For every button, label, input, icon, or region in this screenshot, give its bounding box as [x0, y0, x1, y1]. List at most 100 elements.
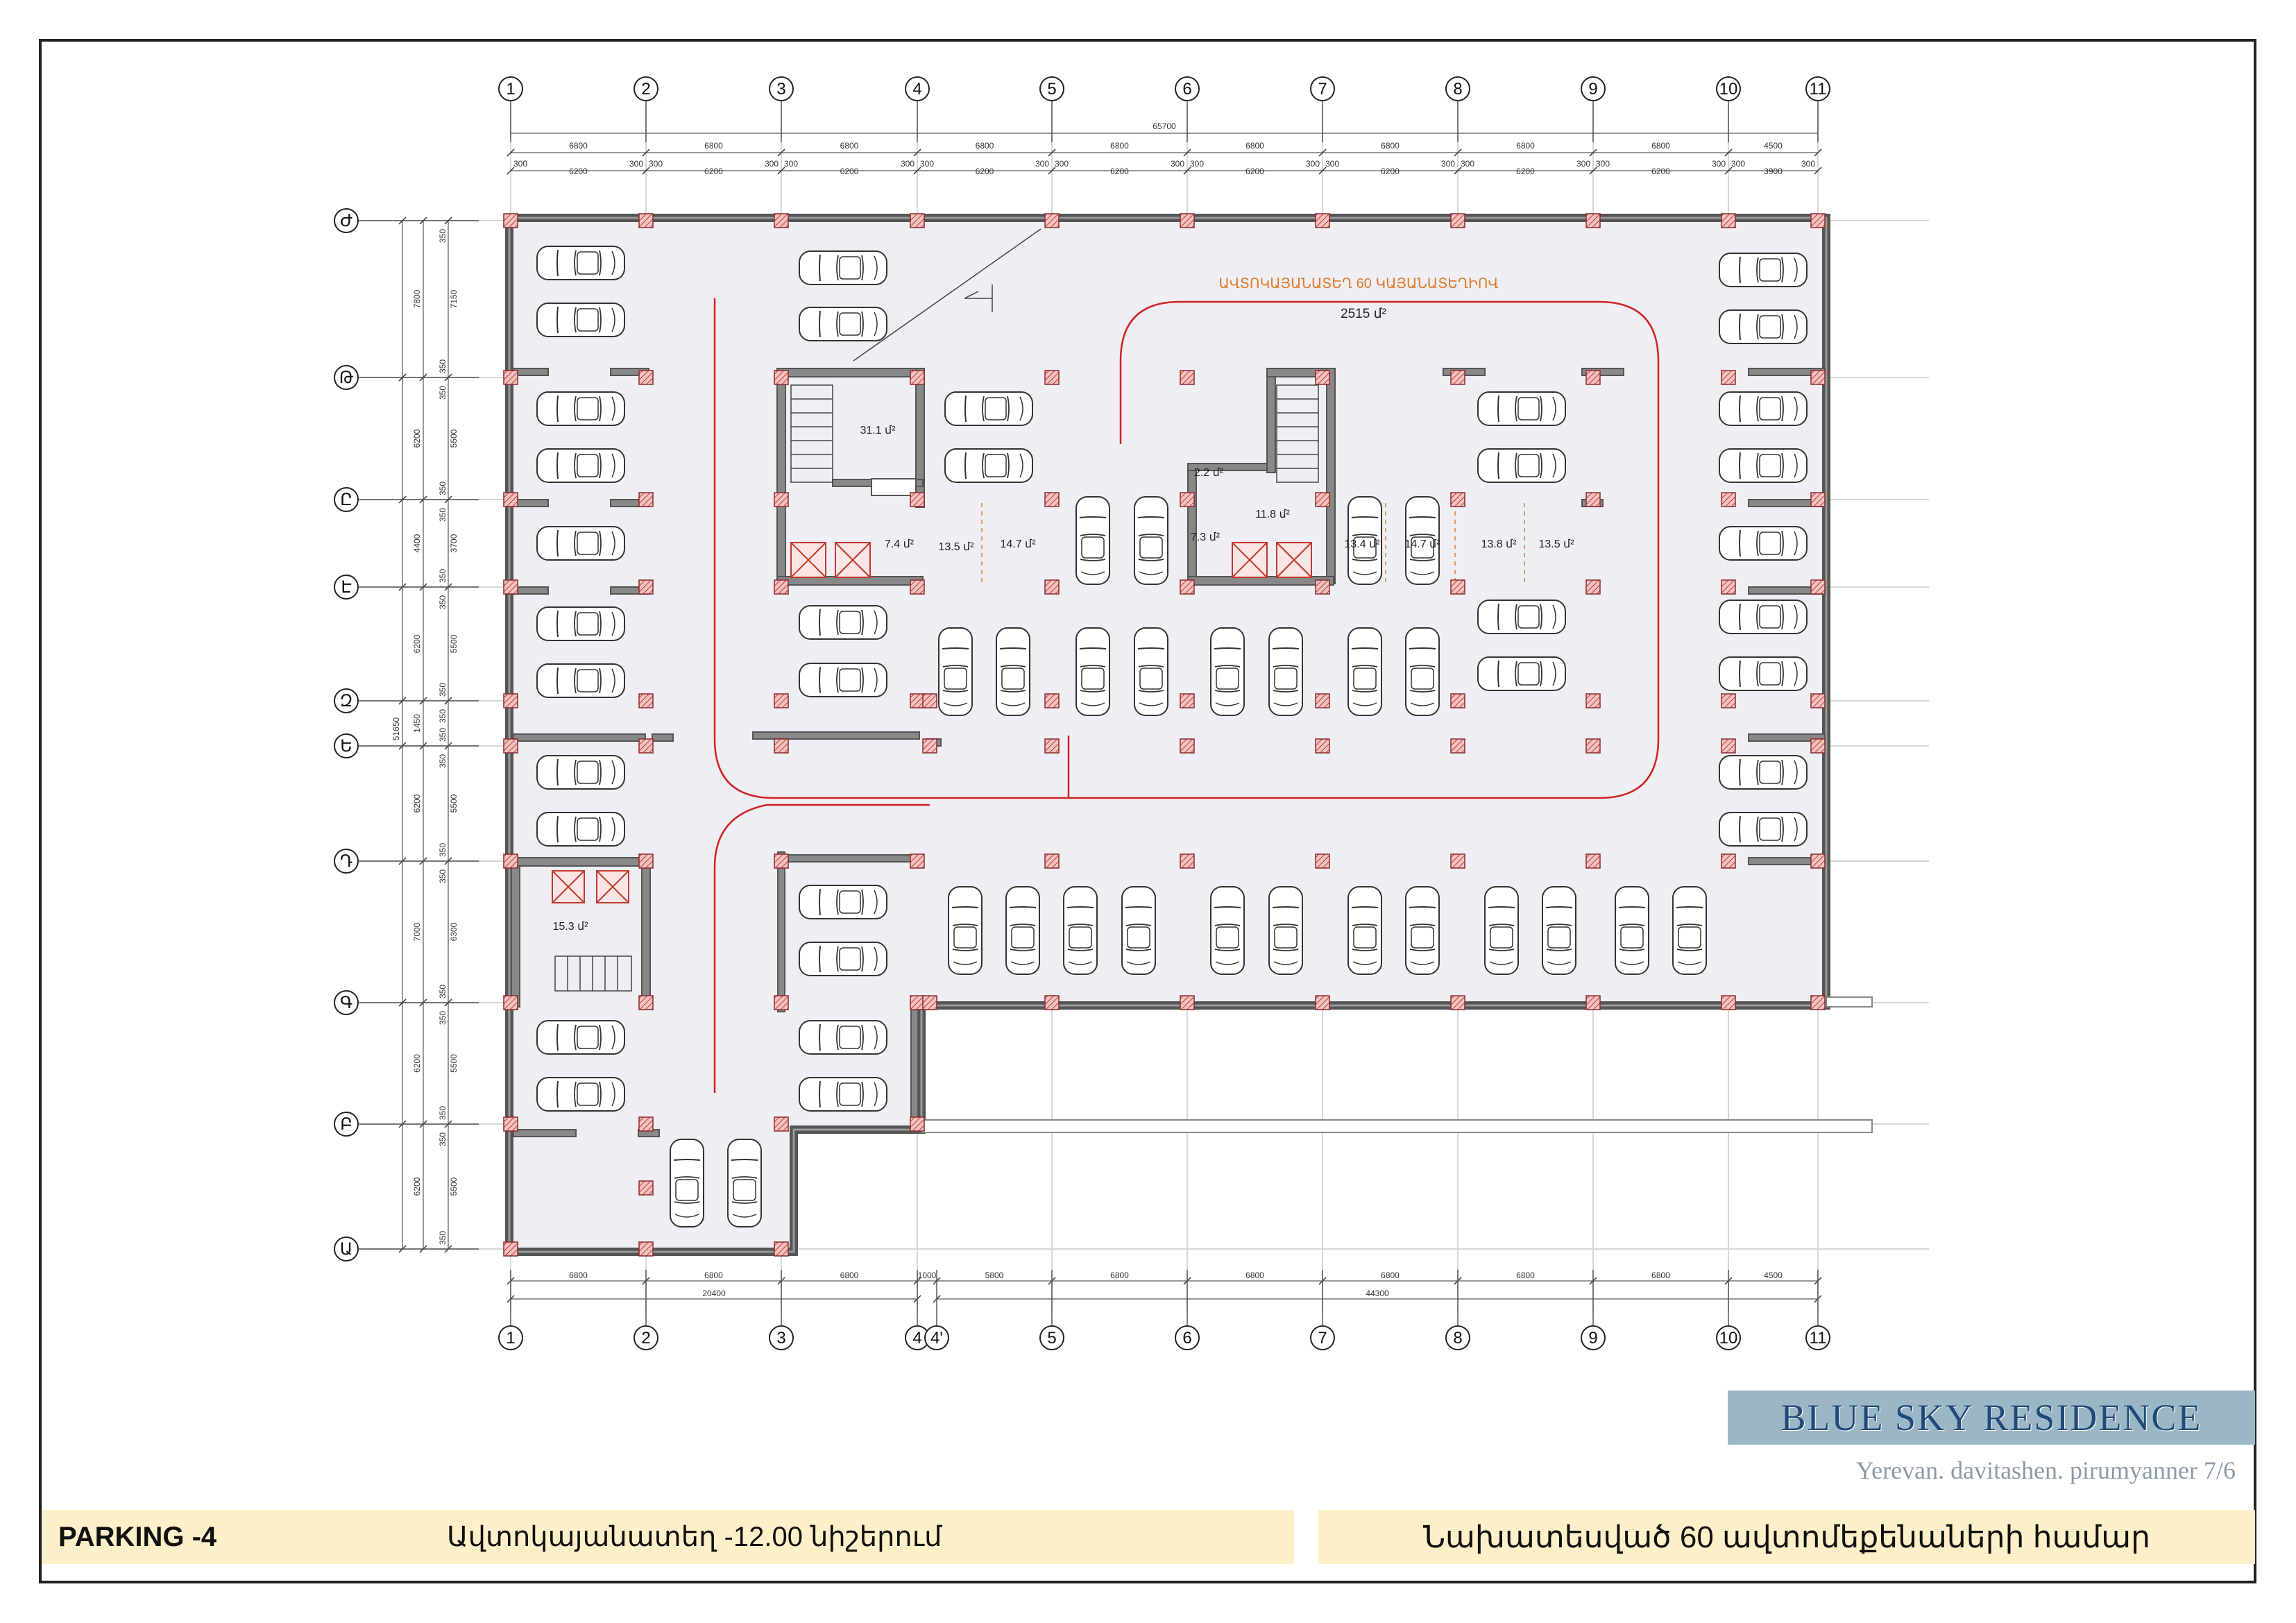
- dimension-label: 300: [1596, 159, 1610, 169]
- level-description: Ավտոկայանատեղ -12.00 նիշերում: [447, 1522, 942, 1552]
- column: [1721, 738, 1736, 754]
- column: [1721, 579, 1736, 595]
- dimension-label: 6800: [976, 141, 994, 151]
- dimension-label: 300: [1306, 159, 1320, 169]
- dimension-label: 350: [438, 1106, 448, 1120]
- column: [638, 1116, 654, 1132]
- car: [1405, 627, 1440, 716]
- column: [774, 1241, 789, 1257]
- room-area-label: 13.8 մ²: [1481, 538, 1517, 550]
- axis-label: Դ: [340, 852, 352, 871]
- project-name-banner: BLUE SKY RESIDENCE: [1728, 1391, 2255, 1445]
- axis-bottom-marker: 6: [1175, 1325, 1200, 1350]
- dimension-label: 5500: [449, 429, 459, 448]
- car: [727, 1139, 762, 1227]
- column: [638, 853, 654, 869]
- axis-label: Բ: [340, 1115, 352, 1134]
- dimension-label: 6300: [449, 922, 459, 941]
- column: [1450, 853, 1465, 869]
- axis-left-marker: Գ: [334, 990, 359, 1015]
- column: [1315, 853, 1330, 869]
- car: [1477, 448, 1566, 483]
- car: [799, 250, 887, 285]
- dimension-label: 6800: [840, 1271, 859, 1280]
- dimension-label: 5800: [985, 1271, 1004, 1280]
- column: [910, 579, 925, 595]
- car: [536, 755, 625, 790]
- car: [1210, 886, 1245, 975]
- dimension-label: 350: [438, 1011, 448, 1025]
- column: [638, 995, 654, 1010]
- car: [536, 303, 625, 337]
- dimension-label: 300: [629, 159, 643, 169]
- room-area-label: 11.8 մ²: [1255, 509, 1291, 520]
- dimension-label: 6800: [840, 141, 859, 151]
- column: [1315, 693, 1330, 708]
- room-area-label: 13.4 մ²: [1344, 538, 1380, 550]
- car: [799, 1077, 887, 1112]
- axis-label: Է: [341, 578, 351, 597]
- car: [799, 663, 887, 697]
- dimension-label: 6200: [412, 1177, 422, 1196]
- dimension-label: 1000: [918, 1271, 937, 1280]
- column: [1450, 995, 1465, 1010]
- parking-zone-area: 2515 մ²: [1341, 307, 1386, 321]
- car: [799, 942, 887, 976]
- column: [1044, 213, 1060, 228]
- car: [1615, 886, 1649, 975]
- dimension-label: 3700: [449, 534, 459, 552]
- car: [536, 1077, 625, 1112]
- dimension-label: 1450: [412, 714, 422, 733]
- axis-left-marker: Բ: [334, 1112, 359, 1137]
- axis-label: 5: [1047, 80, 1056, 99]
- column: [1315, 370, 1330, 385]
- dimension-label: 300: [1801, 159, 1815, 169]
- car: [1719, 391, 1808, 426]
- column: [1315, 579, 1330, 595]
- column: [1044, 579, 1060, 595]
- column: [1315, 995, 1330, 1010]
- axis-label: 9: [1588, 1329, 1597, 1348]
- column: [1721, 370, 1736, 385]
- car: [799, 605, 887, 640]
- axis-bottom-marker: 7: [1310, 1325, 1335, 1350]
- dimension-label: 5500: [449, 794, 459, 813]
- car: [536, 663, 625, 698]
- car: [799, 1020, 887, 1055]
- column: [638, 492, 654, 507]
- axis-label: Ը: [340, 491, 352, 509]
- room-area-label: 31.1 մ²: [860, 425, 896, 436]
- column: [1180, 995, 1195, 1010]
- axis-bottom-marker: 9: [1581, 1325, 1606, 1350]
- axis-label: 8: [1453, 80, 1462, 99]
- car: [536, 606, 625, 641]
- column: [638, 1241, 654, 1257]
- dimension-label: 65700: [1153, 121, 1176, 131]
- dimension-label: 350: [438, 508, 448, 522]
- column: [1721, 213, 1736, 228]
- column: [1585, 738, 1601, 754]
- dimension-label: 6200: [1110, 167, 1129, 176]
- car: [944, 448, 1033, 483]
- column: [1810, 579, 1826, 595]
- car: [1484, 886, 1519, 975]
- room-area-label: 14.7 մ²: [1000, 538, 1036, 550]
- column: [503, 738, 518, 754]
- axis-top-marker: 8: [1445, 76, 1470, 101]
- car: [536, 1020, 625, 1055]
- dimension-label: 6800: [569, 1271, 588, 1280]
- axis-bottom-marker: 8: [1445, 1325, 1470, 1350]
- axis-label: Ժ: [340, 212, 352, 230]
- column: [774, 693, 789, 708]
- dimension-label: 20400: [702, 1289, 726, 1298]
- car: [1477, 656, 1566, 691]
- column: [1315, 213, 1330, 228]
- axis-label: 8: [1453, 1329, 1462, 1348]
- dimension-label: 7800: [412, 289, 422, 308]
- column: [910, 853, 925, 869]
- column: [503, 213, 518, 228]
- dimension-label: 350: [438, 728, 448, 742]
- axis-label: 2: [641, 80, 650, 99]
- column: [910, 1116, 925, 1132]
